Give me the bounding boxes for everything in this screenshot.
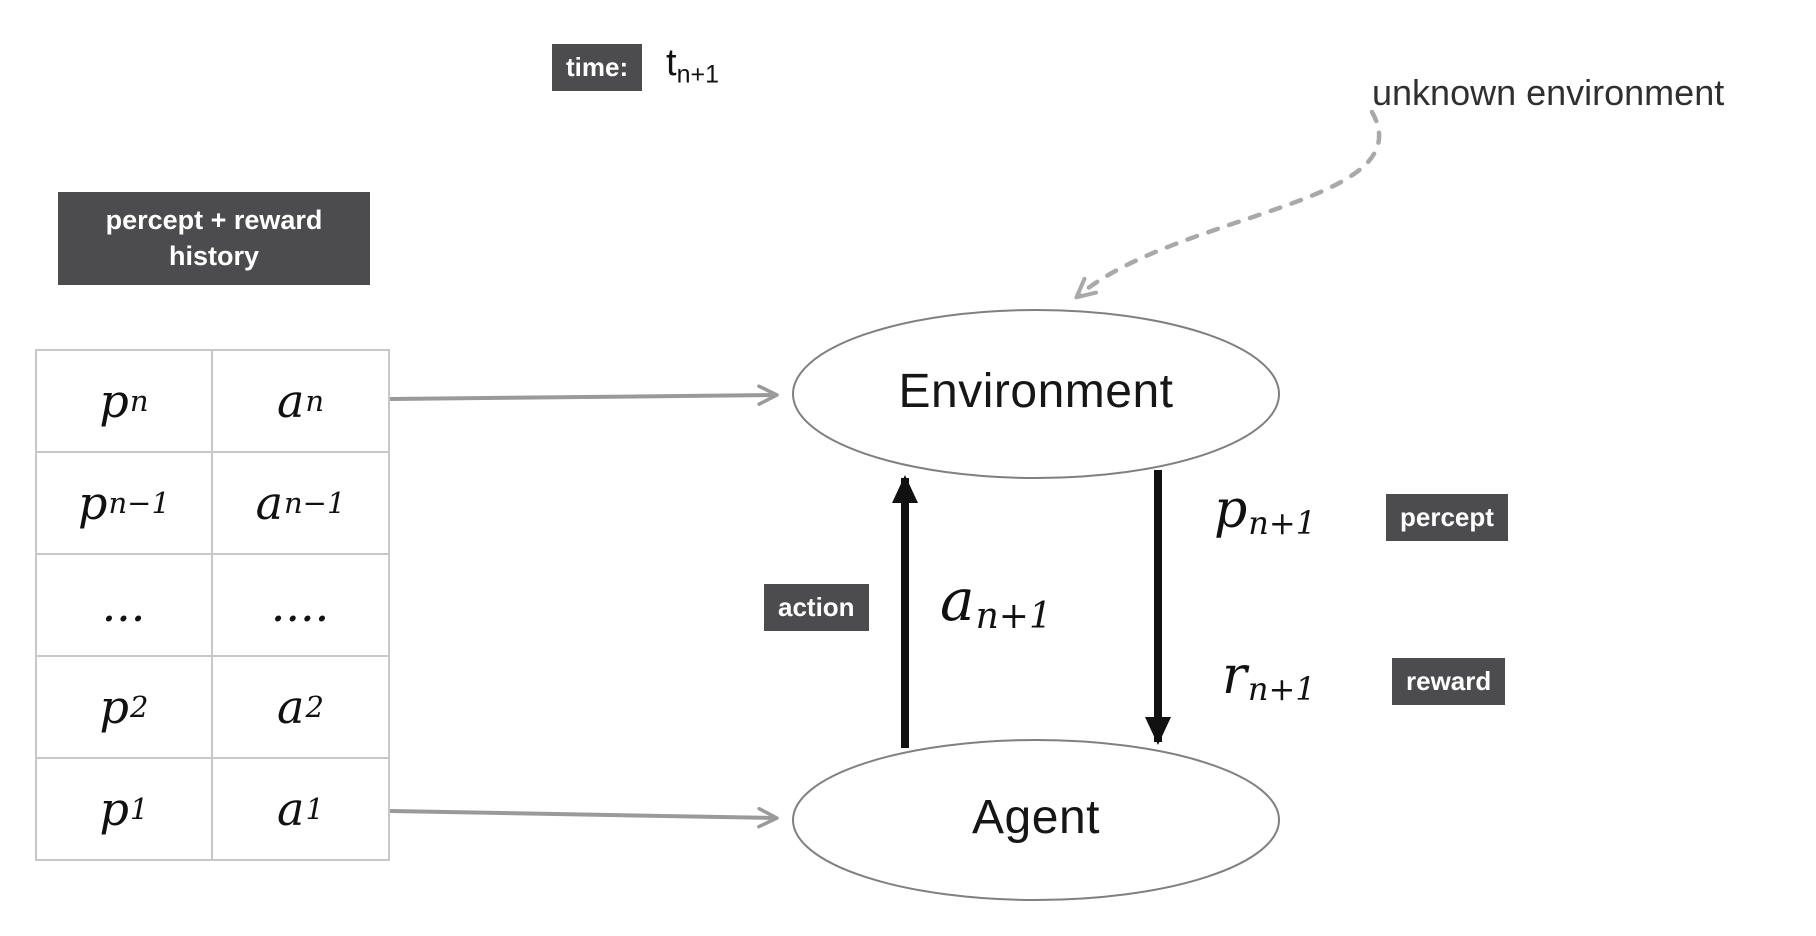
- time-badge: time:: [552, 44, 643, 91]
- math-base: ...: [101, 578, 146, 632]
- history-to-environment-arrow: [389, 384, 779, 406]
- math-sub: n: [129, 384, 149, 418]
- math-sub: 2: [305, 690, 324, 724]
- history-cell-ellipsis-left: ...: [37, 555, 213, 657]
- math-base: a: [277, 680, 305, 734]
- math-base: a: [276, 374, 305, 428]
- math-sub: n+1: [975, 595, 1052, 637]
- action-badge: action: [764, 584, 869, 631]
- reward-symbol: rn+1: [1222, 646, 1316, 708]
- math-sub: 1: [130, 792, 149, 826]
- history-badge-line2: history: [168, 240, 260, 271]
- math-sub: n: [305, 384, 325, 418]
- math-base: p: [99, 782, 129, 836]
- unknown-environment-arrow: [1074, 109, 1382, 300]
- math-sub: n+1: [1248, 504, 1317, 543]
- time-symbol-base: t: [666, 42, 677, 84]
- math-base: a: [940, 566, 975, 634]
- percept-badge: percept: [1386, 494, 1508, 541]
- time-value: tn+1: [666, 42, 719, 90]
- reward-badge: reward: [1392, 658, 1506, 705]
- math-base: a: [255, 476, 283, 530]
- math-base: p: [1214, 480, 1248, 540]
- math-sub: n+1: [1247, 670, 1316, 709]
- math-base: p: [78, 476, 108, 530]
- time-symbol-subscript: n+1: [676, 60, 719, 89]
- agent-label: Agent: [972, 791, 1100, 844]
- math-base: ....: [270, 578, 330, 632]
- agent-ellipse: [792, 739, 1280, 901]
- environment-ellipse: [792, 309, 1280, 479]
- math-base: p: [99, 680, 129, 734]
- history-cell-ellipsis-right: ....: [213, 555, 390, 657]
- math-sub: 2: [130, 690, 149, 724]
- math-sub: n−1: [108, 486, 170, 520]
- history-badge: percept + reward history: [58, 192, 370, 286]
- math-sub: 1: [305, 792, 324, 826]
- unknown-environment-label: unknown environment: [1372, 72, 1725, 113]
- history-to-agent-arrow: [389, 806, 779, 829]
- math-base: a: [277, 782, 305, 836]
- math-sub: n−1: [284, 486, 346, 520]
- math-base: r: [1222, 646, 1247, 706]
- environment-label: Environment: [898, 365, 1174, 418]
- history-badge-line1: percept + reward: [105, 205, 323, 235]
- action-symbol: an+1: [940, 566, 1052, 637]
- math-base: p: [99, 374, 129, 428]
- percept-symbol: pn+1: [1214, 480, 1316, 542]
